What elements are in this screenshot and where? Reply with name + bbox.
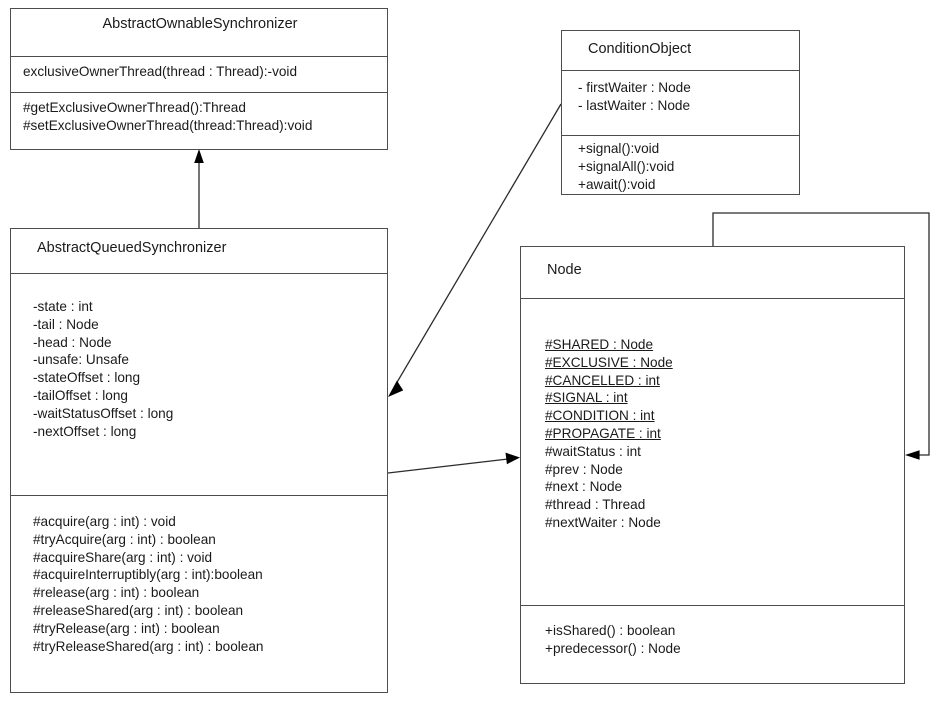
attributes-compartment: - firstWaiter : Node - lastWaiter : Node (562, 70, 799, 135)
class-title: ConditionObject (588, 41, 692, 57)
operations-compartment: #acquire(arg : int) : void #tryAcquire(a… (11, 495, 387, 692)
attribute-item: - firstWaiter : Node (578, 80, 691, 95)
attribute-item: #CONDITION : int (545, 408, 655, 424)
attribute-item: #SHARED : Node (545, 337, 654, 352)
operation-item: #setExclusiveOwnerThread(thread:Thread):… (23, 117, 313, 133)
operation-list: #getExclusiveOwnerThread():Thread #setEx… (23, 99, 377, 135)
relationship-aqs-inherits-aos (194, 149, 204, 228)
attribute-list: - firstWaiter : Node - lastWaiter : Node (578, 79, 789, 115)
attribute-item: -head : Node (33, 334, 112, 350)
relationship-aqs-to-node (387, 452, 520, 474)
operation-item: +isShared() : boolean (545, 623, 676, 638)
class-name-compartment: Node (521, 247, 904, 298)
class-box-abstract-ownable-synchronizer[interactable]: AbstractOwnableSynchronizer exclusiveOwn… (10, 8, 388, 150)
operation-list: +isShared() : boolean +predecessor() : N… (545, 622, 894, 658)
operation-list: #acquire(arg : int) : void #tryAcquire(a… (33, 513, 377, 655)
attribute-item: #CANCELLED : int (545, 372, 660, 388)
attribute-item: #PROPAGATE : int (545, 425, 661, 441)
attributes-compartment: #SHARED : Node #EXCLUSIVE : Node #CANCEL… (521, 298, 904, 605)
operation-item: #tryReleaseShared(arg : int) : boolean (33, 638, 264, 654)
operation-item: +signal():void (578, 141, 660, 156)
operation-item: +await():void (578, 176, 656, 192)
attribute-item: -nextOffset : long (33, 423, 137, 439)
attribute-item: - lastWaiter : Node (578, 97, 691, 113)
class-box-condition-object[interactable]: ConditionObject - firstWaiter : Node - l… (561, 30, 800, 195)
attribute-item: #waitStatus : int (545, 443, 641, 459)
attribute-item: exclusiveOwnerThread(thread : Thread):-v… (23, 64, 298, 79)
attribute-item: #prev : Node (545, 461, 623, 477)
operations-compartment: #getExclusiveOwnerThread():Thread #setEx… (11, 92, 387, 149)
operation-item: #releaseShared(arg : int) : boolean (33, 602, 244, 618)
attribute-item: #thread : Thread (545, 497, 646, 513)
attributes-compartment: exclusiveOwnerThread(thread : Thread):-v… (11, 56, 387, 92)
class-name-compartment: AbstractQueuedSynchronizer (11, 229, 387, 273)
operations-compartment: +signal():void +signalAll():void +await(… (562, 135, 799, 196)
operation-item: #acquireInterruptibly(arg : int):boolean (33, 567, 263, 583)
operation-item: #tryAcquire(arg : int) : boolean (33, 531, 216, 547)
class-name-compartment: ConditionObject (562, 31, 799, 70)
attribute-item: #nextWaiter : Node (545, 514, 661, 530)
attribute-item: -waitStatusOffset : long (33, 405, 174, 421)
attribute-item: -tailOffset : long (33, 387, 128, 403)
class-title: AbstractQueuedSynchronizer (37, 240, 227, 256)
attribute-item: -tail : Node (33, 316, 99, 332)
attribute-item: #SIGNAL : int (545, 390, 628, 406)
attribute-item: -unsafe: Unsafe (33, 352, 129, 368)
class-name-compartment: AbstractOwnableSynchronizer (11, 9, 387, 56)
class-box-abstract-queued-synchronizer[interactable]: AbstractQueuedSynchronizer -state : int … (10, 228, 388, 693)
attribute-list: exclusiveOwnerThread(thread : Thread):-v… (23, 63, 377, 81)
operation-item: #acquire(arg : int) : void (33, 514, 176, 529)
operation-item: +predecessor() : Node (545, 640, 681, 656)
class-box-node[interactable]: Node #SHARED : Node #EXCLUSIVE : Node #C… (520, 246, 905, 684)
operations-compartment: +isShared() : boolean +predecessor() : N… (521, 605, 904, 683)
operation-item: #tryRelease(arg : int) : boolean (33, 620, 220, 636)
class-title: AbstractOwnableSynchronizer (102, 16, 298, 32)
attributes-compartment: -state : int -tail : Node -head : Node -… (11, 273, 387, 495)
attribute-item: #EXCLUSIVE : Node (545, 354, 673, 370)
operation-item: #release(arg : int) : boolean (33, 585, 200, 601)
operation-item: #getExclusiveOwnerThread():Thread (23, 100, 246, 115)
attribute-item: #next : Node (545, 479, 623, 495)
operation-item: #acquireShare(arg : int) : void (33, 549, 213, 565)
class-title: Node (547, 262, 582, 278)
attribute-item: -state : int (33, 299, 93, 314)
attribute-list: #SHARED : Node #EXCLUSIVE : Node #CANCEL… (545, 336, 894, 532)
operation-list: +signal():void +signalAll():void +await(… (578, 140, 789, 193)
attribute-item: -stateOffset : long (33, 370, 141, 386)
operation-item: +signalAll():void (578, 158, 675, 174)
attribute-list: -state : int -tail : Node -head : Node -… (33, 298, 377, 440)
